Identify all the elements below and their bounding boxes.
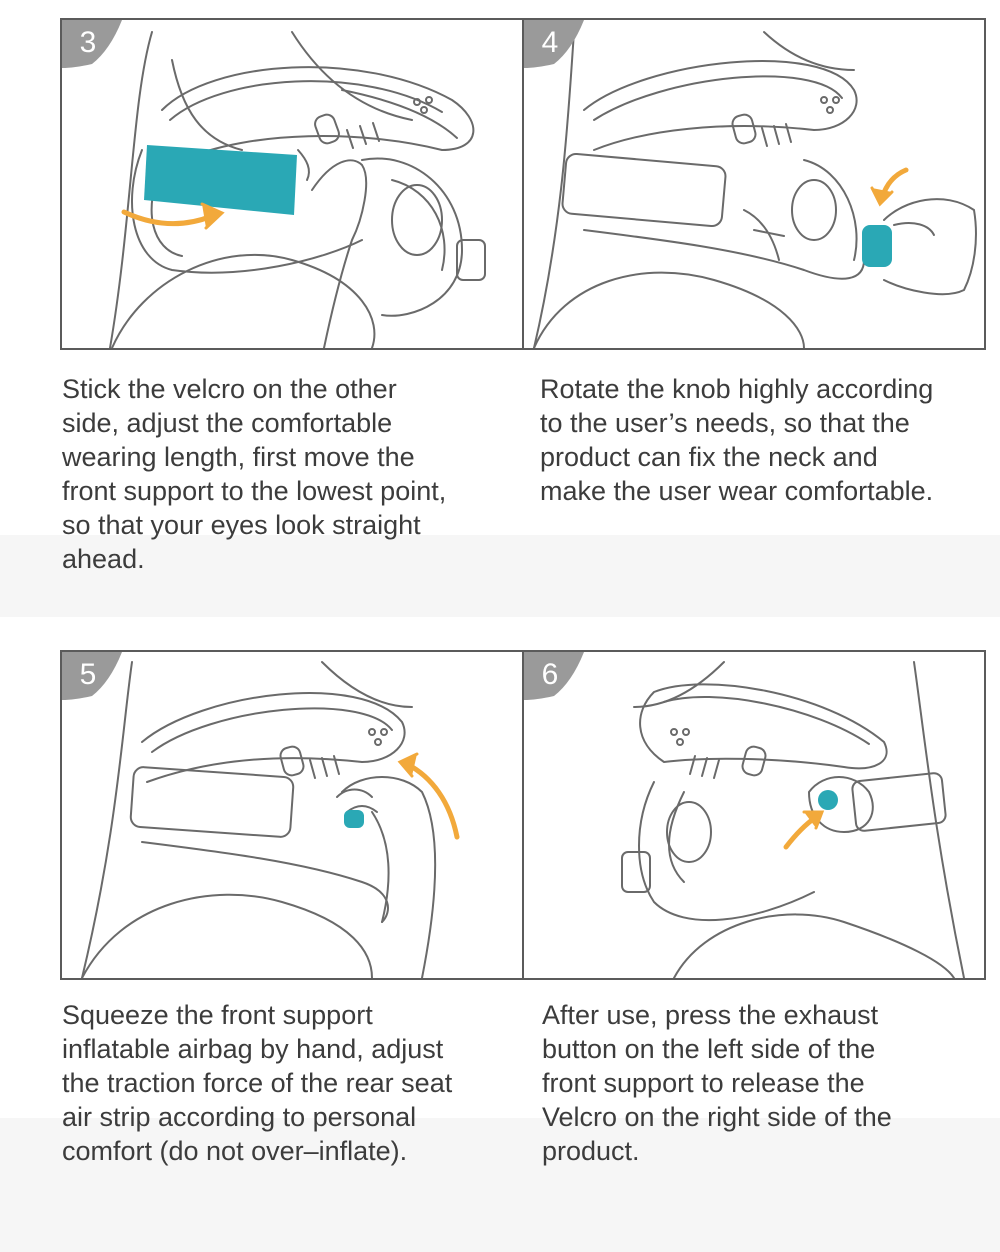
caption-line: product can fix the neck and bbox=[540, 442, 878, 472]
caption-line: button on the left side of the bbox=[542, 1034, 876, 1064]
caption-line: make the user wear comfortable. bbox=[540, 476, 934, 506]
exhaust-button bbox=[818, 790, 838, 810]
caption-line: front support to release the bbox=[542, 1068, 865, 1098]
direction-arrow bbox=[870, 167, 909, 207]
caption-line: ahead. bbox=[62, 544, 145, 574]
step-number-badge bbox=[62, 20, 122, 68]
direction-arrow bbox=[783, 810, 825, 850]
caption-line: to the user’s needs, so that the bbox=[540, 408, 910, 438]
caption-line: so that your eyes look straight bbox=[62, 510, 421, 540]
step-4-caption: Rotate the knob highly according to the … bbox=[540, 372, 990, 508]
step-3-panel: 3 bbox=[60, 18, 524, 350]
step-number-badge bbox=[524, 652, 584, 700]
background-band-top bbox=[0, 535, 1000, 617]
adjustment-knob bbox=[862, 225, 892, 267]
neck-brace-illustration bbox=[533, 31, 977, 348]
direction-arrow bbox=[397, 752, 460, 840]
direction-arrow bbox=[121, 202, 225, 230]
step-number: 4 bbox=[541, 26, 559, 59]
step-number: 5 bbox=[79, 658, 97, 691]
velcro-strap bbox=[344, 810, 364, 828]
step-number: 3 bbox=[79, 26, 97, 59]
caption-line: Rotate the knob highly according bbox=[540, 374, 934, 404]
caption-line: inflatable airbag by hand, adjust bbox=[62, 1034, 444, 1064]
step-5-caption: Squeeze the front support inflatable air… bbox=[62, 998, 512, 1168]
step-3-caption: Stick the velcro on the other side, adju… bbox=[62, 372, 512, 576]
caption-line: Squeeze the front support bbox=[62, 1000, 373, 1030]
step-number-badge bbox=[62, 652, 122, 700]
neck-brace-illustration bbox=[81, 661, 437, 978]
caption-line: air strip according to personal bbox=[62, 1102, 417, 1132]
caption-line: wearing length, first move the bbox=[62, 442, 415, 472]
caption-line: Velcro on the right side of the bbox=[542, 1102, 892, 1132]
caption-line: the traction force of the rear seat bbox=[62, 1068, 453, 1098]
neck-brace-illustration bbox=[109, 31, 486, 348]
caption-line: side, adjust the comfortable bbox=[62, 408, 393, 438]
velcro-strap bbox=[144, 145, 297, 215]
step-4-panel: 4 bbox=[522, 18, 986, 350]
neck-brace-illustration bbox=[621, 661, 965, 978]
step-number-badge bbox=[524, 20, 584, 68]
step-5-panel: 5 bbox=[60, 650, 524, 980]
caption-line: product. bbox=[542, 1136, 640, 1166]
caption-line: Stick the velcro on the other bbox=[62, 374, 397, 404]
caption-line: After use, press the exhaust bbox=[542, 1000, 879, 1030]
caption-line: comfort (do not over–inflate). bbox=[62, 1136, 408, 1166]
caption-line: front support to the lowest point, bbox=[62, 476, 447, 506]
background-band-bottom bbox=[0, 1118, 1000, 1252]
step-6-caption: After use, press the exhaust button on t… bbox=[542, 998, 992, 1168]
step-number: 6 bbox=[541, 658, 559, 691]
step-6-panel: 6 bbox=[522, 650, 986, 980]
